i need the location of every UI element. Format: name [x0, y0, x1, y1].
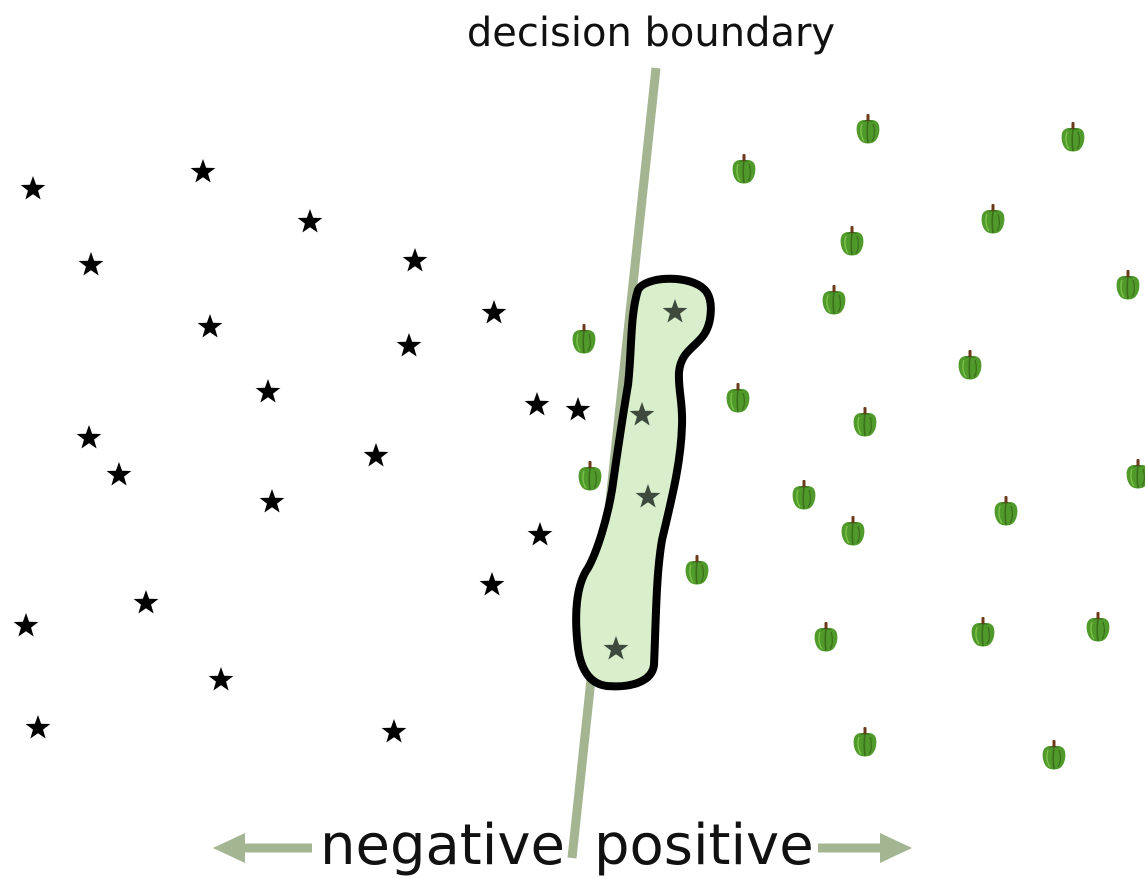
green-pepper-icon — [791, 479, 817, 510]
star-icon — [396, 333, 422, 357]
green-pepper-icon — [839, 225, 865, 256]
data-points — [13, 113, 1145, 770]
star-icon — [259, 489, 285, 513]
star-icon — [297, 209, 323, 233]
star-icon — [565, 397, 591, 421]
star-icon — [190, 159, 216, 183]
star-icon — [106, 462, 132, 486]
green-pepper-icon — [852, 406, 878, 437]
green-pepper-icon — [1060, 121, 1086, 152]
highlighted-star-icon — [603, 636, 629, 660]
star-icon — [20, 176, 46, 200]
green-pepper-icon — [840, 515, 866, 546]
star-icon — [381, 719, 407, 743]
highlighted-star-icon — [662, 299, 688, 323]
green-pepper-icon — [813, 621, 839, 652]
star-icon — [13, 613, 39, 637]
green-pepper-icon — [993, 495, 1019, 526]
highlighted-star-icon — [635, 484, 661, 508]
star-icon — [481, 300, 507, 324]
green-pepper-icon — [970, 616, 996, 647]
green-pepper-icon — [684, 554, 710, 585]
green-pepper-icon — [852, 726, 878, 757]
green-pepper-icon — [1085, 611, 1111, 642]
star-icon — [25, 715, 51, 739]
decision-boundary-label: decision boundary — [467, 10, 835, 56]
positive-label: positive — [594, 813, 814, 878]
green-pepper-icon — [1115, 269, 1141, 300]
green-pepper-icon — [577, 460, 603, 491]
green-pepper-icon — [821, 284, 847, 315]
negative-label: negative — [320, 813, 565, 878]
green-pepper-icon — [957, 349, 983, 380]
star-icon — [255, 379, 281, 403]
green-pepper-icon — [1041, 739, 1067, 770]
star-icon — [524, 392, 550, 416]
star-icon — [76, 425, 102, 449]
star-icon — [133, 590, 159, 614]
green-pepper-icon — [980, 203, 1006, 234]
star-icon — [402, 248, 428, 272]
green-pepper-icon — [571, 323, 597, 354]
green-pepper-icon — [855, 113, 881, 144]
green-pepper-icon — [1125, 458, 1145, 489]
green-pepper-icon — [731, 153, 757, 184]
star-icon — [527, 522, 553, 546]
positive-arrow — [818, 833, 912, 863]
star-icon — [197, 314, 223, 338]
star-icon — [479, 572, 505, 596]
negative-arrow — [213, 833, 312, 863]
highlighted-star-icon — [629, 402, 655, 426]
star-icon — [78, 252, 104, 276]
star-icon — [363, 443, 389, 467]
highlighted-region — [572, 274, 715, 691]
green-pepper-icon — [725, 382, 751, 413]
star-icon — [208, 667, 234, 691]
